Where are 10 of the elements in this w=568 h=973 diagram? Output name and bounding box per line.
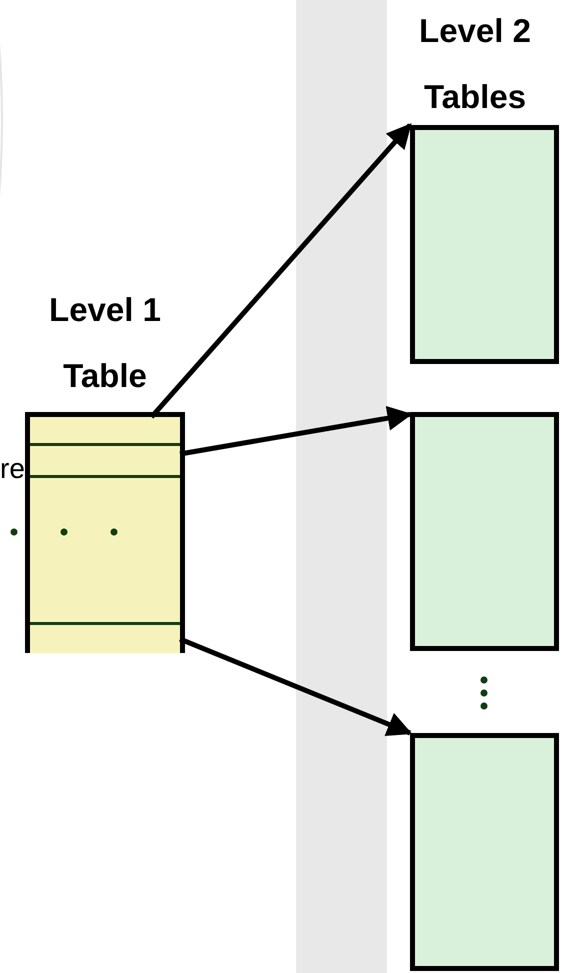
table-box xyxy=(410,125,559,364)
table-heading: Level 1 Table xyxy=(48,290,162,396)
text-fragment: re xyxy=(0,452,26,486)
table-box xyxy=(410,733,559,971)
arrow xyxy=(180,406,412,456)
column-heading: Level 2 Tables xyxy=(418,11,532,117)
table-row xyxy=(30,622,180,653)
table-box xyxy=(410,412,559,651)
arrow xyxy=(179,636,412,736)
arrow xyxy=(150,123,412,419)
